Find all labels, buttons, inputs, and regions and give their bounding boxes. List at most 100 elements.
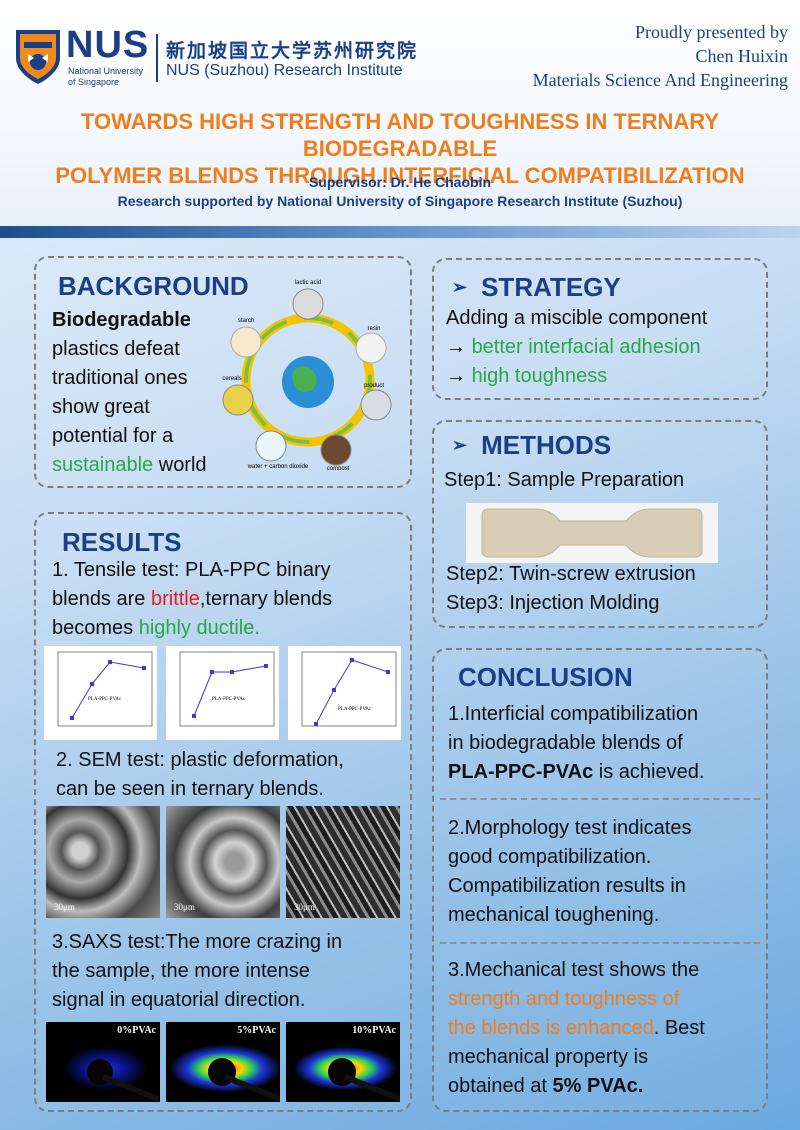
graph-2-legend: PLA-PPC-PVAc	[212, 697, 246, 702]
presenter-department: Materials Science And Engineering	[532, 70, 788, 90]
saxs-label-0: 0%PVAc	[117, 1025, 156, 1036]
strategy-line-2: → better interfacial adhesion	[446, 333, 707, 362]
supervisor-block: Supervisor: Dr. He Chaobin Research supp…	[0, 173, 800, 211]
results-heading: RESULTS	[62, 527, 182, 557]
background-line-3: traditional ones	[52, 367, 188, 389]
sem-image-2: 30μm	[166, 806, 280, 918]
supervisor-name: Supervisor: Dr. He Chaobin	[308, 174, 492, 190]
conclusion-3-line-4: mechanical property is	[448, 1046, 649, 1068]
presenter-name: Chen Huixin	[695, 46, 789, 66]
tensile-ternary: ,ternary blends	[199, 588, 333, 610]
product-icon	[360, 389, 392, 421]
saxs-line-1: 3.SAXS test:The more crazing in	[52, 931, 343, 953]
graph-2-points	[192, 664, 268, 718]
conclusion-3-best: . Best	[653, 1017, 705, 1039]
tensile-blends-are: blends are	[52, 588, 151, 610]
conclusion-2-line-1: 2.Morphology test indicates	[448, 817, 692, 839]
saxs-pattern-10: 10%PVAc	[286, 1022, 400, 1102]
methods-step-3: Step3: Injection Molding	[446, 592, 660, 614]
conclusion-heading: CONCLUSION	[458, 662, 633, 692]
strategy-adhesion: better interfacial adhesion	[471, 336, 701, 358]
sem-line-1: 2. SEM test: plastic deformation,	[56, 749, 344, 771]
graph-2-line	[193, 665, 267, 717]
conclusion-3-obtained: obtained at	[448, 1075, 553, 1097]
graph-3-line	[315, 659, 389, 725]
strategy-panel	[432, 258, 768, 400]
conclusion-3-line-5: obtained at 5% PVAc.	[448, 1072, 705, 1101]
poster-title-line-1: TOWARDS HIGH STRENGTH AND TOUGHNESS IN T…	[80, 109, 720, 161]
sem-scale-1: 30μm	[54, 902, 75, 912]
compost-icon	[320, 434, 352, 466]
sem-image-3: 30μm	[286, 806, 400, 918]
dogbone-specimen-image	[466, 503, 718, 563]
sem-scale-3: 30μm	[294, 902, 315, 912]
graph-3-points	[314, 658, 390, 726]
conclusion-panel	[432, 648, 768, 1112]
conclusion-3-line-1: 3.Mechanical test shows the	[448, 959, 700, 981]
label-product: product	[364, 383, 384, 389]
graph-1-legend: PLA-PPC-PVAc	[88, 697, 122, 702]
label-resin: resin	[367, 326, 380, 332]
header-band	[0, 226, 800, 238]
methods-heading: ➢METHODS	[452, 430, 611, 461]
nus-logo-text: NUS	[66, 24, 150, 66]
strategy-heading-text: STRATEGY	[481, 272, 621, 302]
conclusion-2: 2.Morphology test indicates good compati…	[448, 814, 691, 930]
methods-heading-text: METHODS	[481, 430, 612, 460]
presenter-block: Proudly presented by Chen Huixin Materia…	[533, 20, 788, 92]
conclusion-3-line-2: strength and toughness of	[448, 988, 680, 1010]
strategy-arrow-icon-2: →	[446, 365, 466, 387]
poster-title: TOWARDS HIGH STRENGTH AND TOUGHNESS IN T…	[0, 108, 800, 189]
graph-3-legend: PLA-PPC-PVAc	[338, 707, 372, 712]
tensile-graph-2: PLA-PPC-PVAc	[166, 646, 279, 740]
strategy-line-3: → high toughness	[446, 362, 707, 391]
conclusion-separator-1	[440, 798, 760, 800]
conclusion-separator-2	[440, 942, 760, 944]
conclusion-1-end: is achieved.	[593, 761, 705, 783]
label-starch: starch	[238, 318, 254, 324]
conclusion-2-line-3: Compatibilization results in	[448, 875, 686, 897]
research-support: Research supported by National Universit…	[117, 193, 683, 209]
conclusion-3: 3.Mechanical test shows the strength and…	[448, 956, 705, 1101]
graph-1-points	[70, 660, 146, 720]
optimal-pvac: 5% PVAc.	[552, 1075, 644, 1097]
ductile-word: highly ductile.	[138, 617, 260, 639]
background-heading: BACKGROUND	[58, 271, 249, 301]
globe-land	[292, 366, 317, 392]
sem-text: 2. SEM test: plastic deformation, can be…	[56, 746, 344, 804]
tensile-text: 1. Tensile test: PLA-PPC binary blends a…	[52, 556, 332, 643]
presented-by-label: Proudly presented by	[635, 22, 788, 42]
conclusion-3-enhanced: the blends is enhanced	[448, 1017, 654, 1039]
brittle-word: brittle	[150, 588, 200, 610]
background-bold-word: Biodegradable	[52, 309, 191, 331]
sem-line-2: can be seen in ternary blends.	[56, 778, 324, 800]
blend-name: PLA-PPC-PVAc	[448, 761, 594, 783]
tensile-becomes: becomes	[52, 617, 139, 639]
saxs-pattern-0: 0%PVAc	[46, 1022, 160, 1102]
label-water: water + carbon dioxide	[247, 464, 309, 470]
tensile-line-1: 1. Tensile test: PLA-PPC binary	[52, 559, 331, 581]
saxs-label-10: 10%PVAc	[352, 1025, 396, 1036]
biodegradation-cycle-diagram: lactic acid starch resin product compost…	[222, 280, 392, 470]
label-compost: compost	[327, 466, 350, 470]
background-line-4: show great	[52, 396, 150, 418]
nus-logo-subtitle-1: National University	[68, 66, 144, 76]
saxs-line-3: signal in equatorial direction.	[52, 989, 306, 1011]
nus-shield-icon	[16, 30, 60, 84]
conclusion-1: 1.Interficial compatibilization in biode…	[448, 700, 704, 787]
lactic-acid-icon	[292, 288, 324, 320]
saxs-text: 3.SAXS test:The more crazing in the samp…	[52, 928, 342, 1015]
graph-1-line	[71, 661, 145, 719]
label-cereals: cereals	[222, 376, 241, 382]
background-line-5: potential for a	[52, 425, 174, 447]
sem-image-1: 30μm	[46, 806, 160, 918]
strategy-toughness: high toughness	[471, 365, 608, 387]
conclusion-1-line-3: PLA-PPC-PVAc is achieved.	[448, 758, 704, 787]
sustainable-word: sustainable	[52, 454, 154, 476]
saxs-line-2: the sample, the more intense	[52, 960, 310, 982]
conclusion-2-line-4: mechanical toughening.	[448, 904, 660, 926]
methods-step-1: Step1: Sample Preparation	[444, 469, 685, 491]
tensile-line-2: blends are brittle,ternary blends	[52, 585, 332, 614]
methods-steps-2-3: Step2: Twin-screw extrusion Step3: Injec…	[446, 560, 696, 618]
world-word: world	[153, 454, 207, 476]
